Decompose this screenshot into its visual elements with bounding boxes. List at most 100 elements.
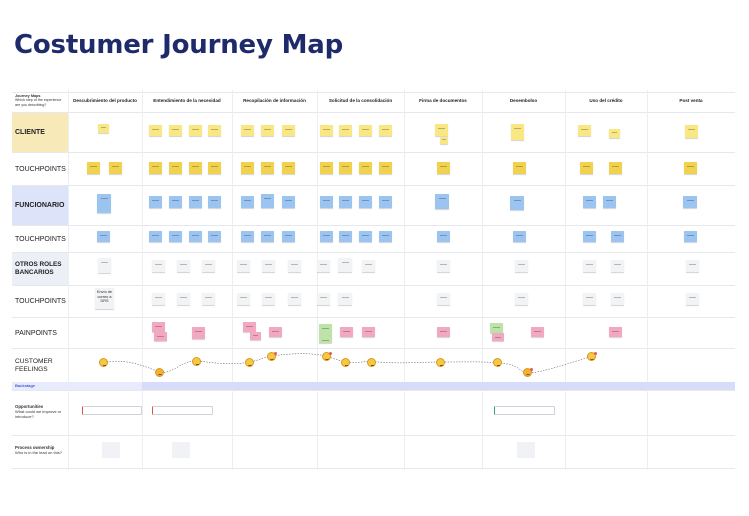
sticky-note[interactable] [149, 162, 162, 174]
sticky-note[interactable] [288, 293, 301, 305]
sticky-note[interactable] [435, 194, 449, 209]
sticky-note[interactable] [202, 293, 215, 305]
sticky-note[interactable] [603, 196, 616, 208]
sticky-note[interactable] [261, 231, 274, 242]
sticky-note[interactable] [339, 231, 352, 242]
sticky-note[interactable] [611, 231, 624, 242]
sticky-note[interactable] [241, 125, 254, 136]
sticky-note[interactable] [208, 231, 221, 242]
sticky-note[interactable] [510, 196, 524, 210]
sticky-note[interactable] [250, 332, 261, 340]
sticky-note[interactable] [684, 231, 697, 242]
sticky-note[interactable] [609, 162, 622, 174]
sticky-note[interactable] [241, 231, 254, 242]
sticky-note[interactable] [437, 260, 450, 272]
sticky-note[interactable] [379, 231, 392, 242]
sticky-note[interactable] [237, 293, 250, 305]
opportunity-card[interactable] [152, 406, 213, 415]
sticky-note[interactable] [437, 162, 450, 174]
sticky-note[interactable] [261, 194, 274, 208]
sticky-note[interactable] [262, 293, 275, 305]
sticky-note[interactable] [189, 231, 202, 242]
sticky-note[interactable] [338, 258, 352, 272]
sticky-note-envio-correo[interactable]: Envío de correo a DRS [95, 288, 114, 309]
sticky-note[interactable] [152, 293, 165, 305]
sticky-note[interactable] [87, 162, 100, 174]
sticky-note[interactable] [339, 125, 352, 136]
sticky-note[interactable] [683, 196, 697, 208]
sticky-note[interactable] [152, 260, 165, 272]
sticky-note[interactable] [379, 125, 392, 136]
sticky-note[interactable] [339, 162, 352, 174]
owner-placeholder[interactable] [102, 442, 120, 458]
sticky-note[interactable] [339, 196, 352, 208]
sticky-note[interactable] [583, 293, 596, 305]
sticky-note[interactable] [269, 327, 282, 337]
sticky-note[interactable] [583, 231, 596, 242]
sticky-note[interactable] [437, 293, 450, 305]
sticky-note[interactable] [282, 125, 295, 136]
sticky-note[interactable] [149, 231, 162, 242]
sticky-note[interactable] [261, 162, 274, 174]
sticky-note[interactable] [152, 322, 165, 332]
sticky-note[interactable] [288, 260, 301, 272]
sticky-note[interactable] [611, 260, 624, 272]
sticky-note[interactable] [359, 125, 372, 136]
sticky-note[interactable] [98, 258, 111, 273]
sticky-note[interactable] [340, 327, 353, 337]
sticky-note[interactable] [359, 162, 372, 174]
sticky-note[interactable] [685, 125, 698, 138]
sticky-note[interactable] [208, 162, 221, 174]
sticky-note[interactable] [98, 124, 109, 133]
sticky-note[interactable] [437, 231, 450, 242]
sticky-note[interactable] [320, 196, 333, 208]
sticky-note[interactable] [282, 196, 295, 208]
sticky-note[interactable] [241, 196, 254, 208]
sticky-note[interactable] [513, 231, 526, 242]
sticky-note[interactable] [189, 125, 202, 136]
sticky-note[interactable] [580, 162, 593, 174]
sticky-note[interactable] [169, 125, 182, 136]
opportunity-card[interactable] [82, 406, 142, 415]
sticky-note[interactable] [515, 293, 528, 305]
sticky-note[interactable] [359, 231, 372, 242]
sticky-note[interactable] [149, 196, 162, 208]
sticky-note[interactable] [169, 162, 182, 174]
sticky-note[interactable] [169, 196, 182, 208]
sticky-note[interactable] [440, 137, 448, 144]
sticky-note[interactable] [202, 260, 215, 272]
sticky-note[interactable] [362, 260, 375, 272]
sticky-note[interactable] [531, 327, 544, 337]
opportunity-card[interactable] [494, 406, 555, 415]
sticky-note[interactable] [262, 260, 275, 272]
sticky-note[interactable] [317, 260, 330, 272]
sticky-note[interactable] [437, 327, 450, 337]
sticky-note[interactable] [320, 231, 333, 242]
sticky-note[interactable] [684, 162, 697, 174]
sticky-note[interactable] [435, 124, 448, 136]
sticky-note[interactable] [97, 231, 110, 242]
sticky-note[interactable] [578, 125, 591, 136]
sticky-note[interactable] [511, 124, 524, 140]
sticky-note[interactable] [320, 162, 333, 174]
sticky-note[interactable] [208, 196, 221, 208]
sticky-note[interactable] [492, 333, 504, 341]
sticky-note[interactable] [686, 293, 699, 305]
sticky-note[interactable] [611, 293, 624, 305]
sticky-note[interactable] [317, 293, 330, 305]
sticky-note[interactable] [513, 162, 526, 174]
sticky-note[interactable] [583, 196, 596, 208]
sticky-note[interactable] [97, 194, 111, 213]
sticky-note[interactable] [189, 162, 202, 174]
sticky-note[interactable] [609, 129, 620, 138]
sticky-note[interactable] [237, 260, 250, 272]
sticky-note[interactable] [490, 323, 503, 333]
sticky-note[interactable] [686, 260, 699, 272]
sticky-note[interactable] [338, 293, 352, 305]
sticky-note[interactable] [319, 324, 332, 336]
sticky-note[interactable] [177, 260, 190, 272]
sticky-note[interactable] [609, 327, 622, 337]
sticky-note[interactable] [282, 231, 295, 242]
sticky-note[interactable] [177, 293, 190, 305]
sticky-note[interactable] [109, 162, 122, 174]
